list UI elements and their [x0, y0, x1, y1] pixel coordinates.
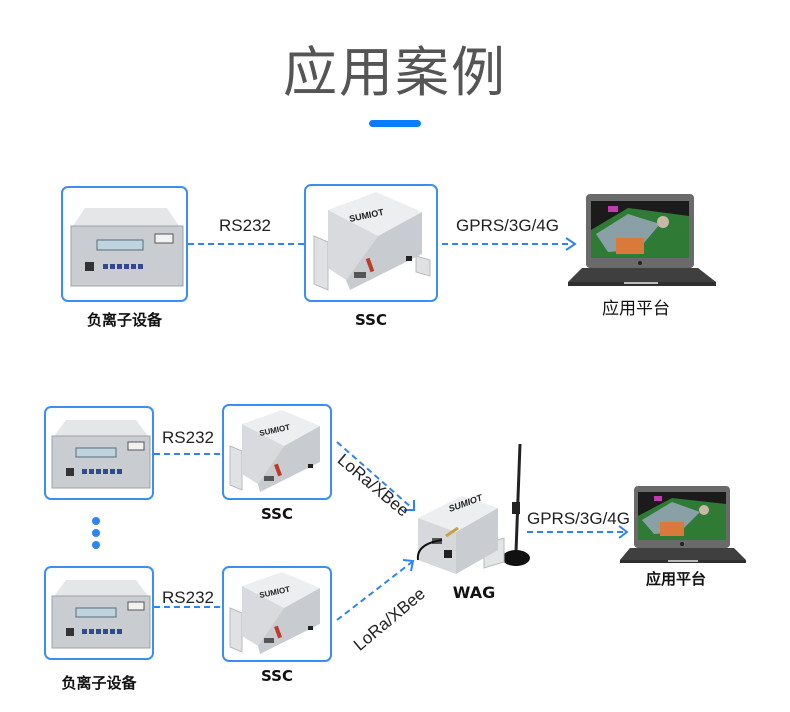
ellipsis-dot-2-icon	[92, 529, 100, 537]
uplink-label: GPRS/3G/4G	[527, 509, 630, 528]
laptop-icon	[568, 194, 716, 286]
wag-label: WAG	[452, 583, 496, 602]
top-rs232-label: RS232	[219, 216, 271, 235]
b2-device-frame	[44, 566, 154, 660]
ellipsis-dot-3-icon	[92, 541, 100, 549]
ion-device-icon	[70, 208, 184, 287]
ion-device-icon	[51, 420, 151, 489]
b2-lora-line	[336, 561, 413, 621]
b1-lora-arrow-icon	[404, 500, 415, 511]
ellipsis-dot-1-icon	[92, 517, 100, 525]
ssc-device-icon: SUMIOT	[229, 410, 320, 492]
top-gprs-arrow-icon	[565, 237, 577, 251]
top-ssc-frame: SUMIOT	[304, 184, 438, 302]
ssc-device-icon: SUMIOT	[229, 572, 320, 654]
top-platform-label: 应用平台	[602, 299, 670, 319]
b1-device-frame	[44, 406, 154, 500]
b1-rs232-label: RS232	[162, 428, 214, 447]
bottom-laptop	[620, 486, 746, 564]
b1-lora-line	[336, 441, 413, 509]
top-device-label: 负离子设备	[86, 311, 162, 329]
gateway-icon: SUMIOT	[416, 443, 530, 574]
b2-ssc-frame: SUMIOT	[222, 566, 332, 662]
uplink-arrow-icon	[618, 525, 629, 539]
top-laptop	[568, 194, 718, 289]
b2-lora-arrow-icon	[402, 559, 415, 572]
b1-ssc-frame: SUMIOT	[222, 404, 332, 500]
top-ssc-label: SSC	[355, 311, 387, 329]
b2-ssc-label: SSC	[261, 667, 293, 685]
b2-device-label: 负离子设备	[61, 674, 137, 692]
top-device-frame	[61, 186, 188, 302]
bottom-platform-label: 应用平台	[646, 570, 707, 588]
ion-device-icon	[51, 580, 151, 649]
b1-ssc-label: SSC	[261, 505, 293, 523]
b2-rs232-label: RS232	[162, 588, 214, 607]
ssc-device-icon: SUMIOT	[313, 192, 431, 291]
top-gprs-label: GPRS/3G/4G	[456, 216, 559, 235]
laptop-icon	[620, 486, 746, 563]
page-title: 应用案例	[283, 41, 507, 104]
wag-gateway: SUMIOT	[404, 440, 530, 580]
title-underline	[369, 120, 421, 127]
